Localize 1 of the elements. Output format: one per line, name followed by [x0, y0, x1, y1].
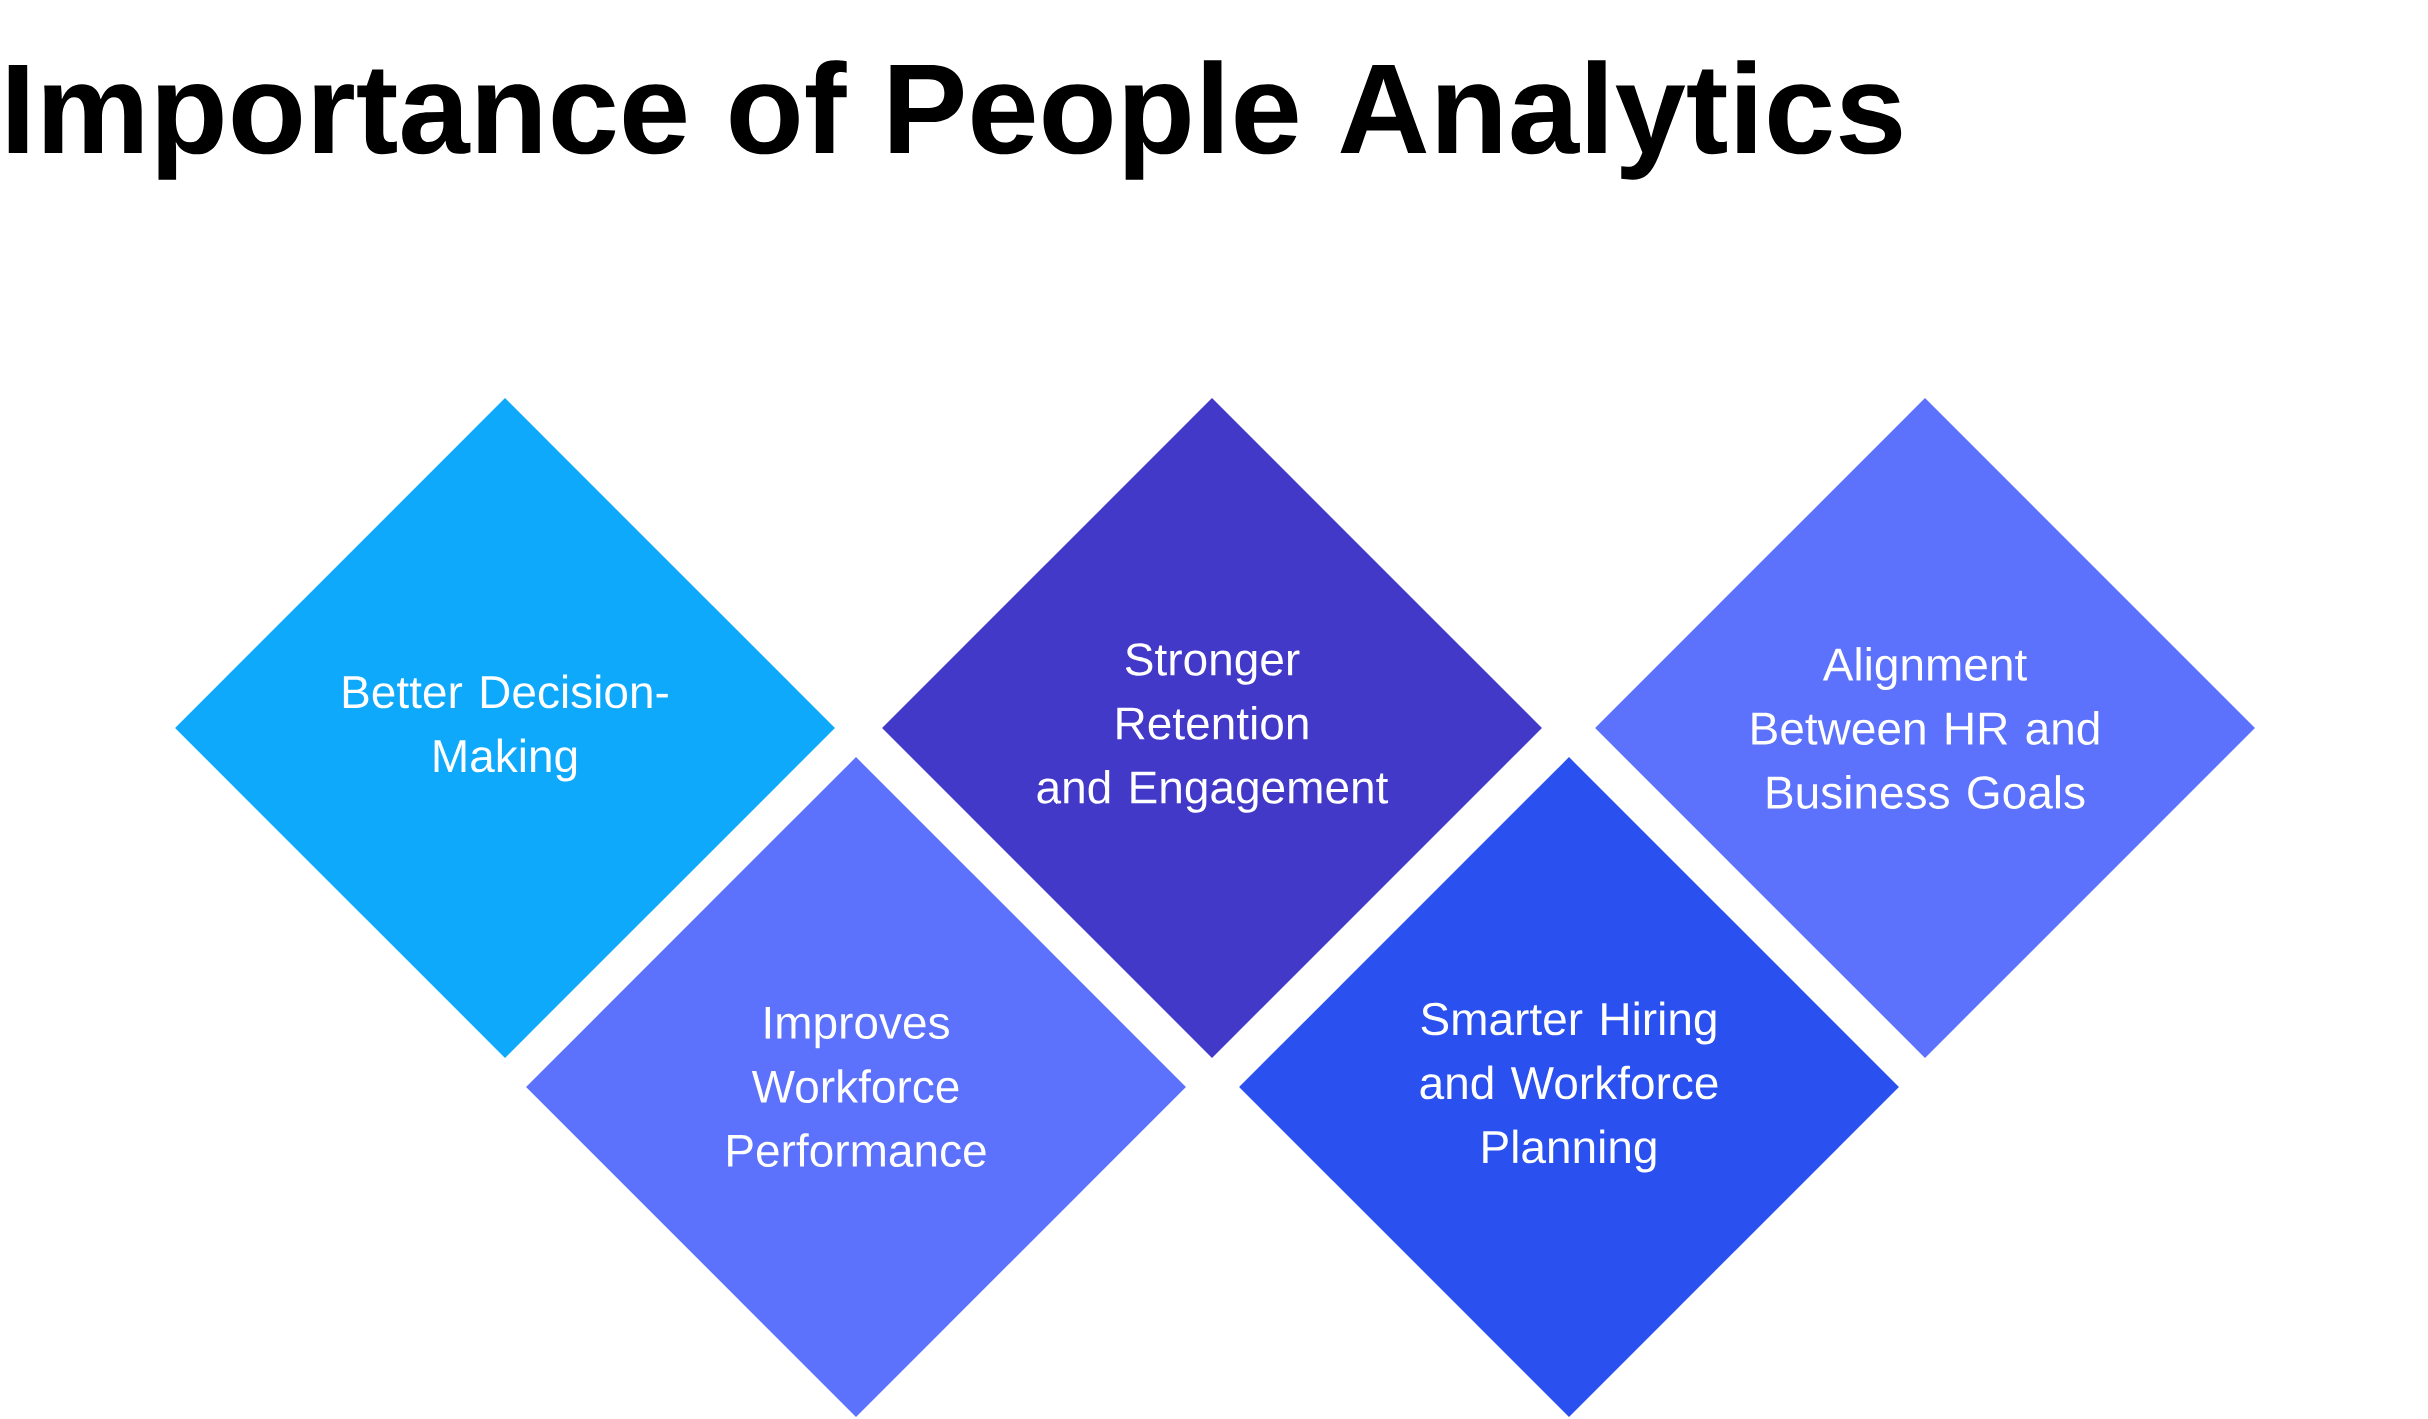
title: Importance of People Analytics	[8, 60, 1902, 180]
